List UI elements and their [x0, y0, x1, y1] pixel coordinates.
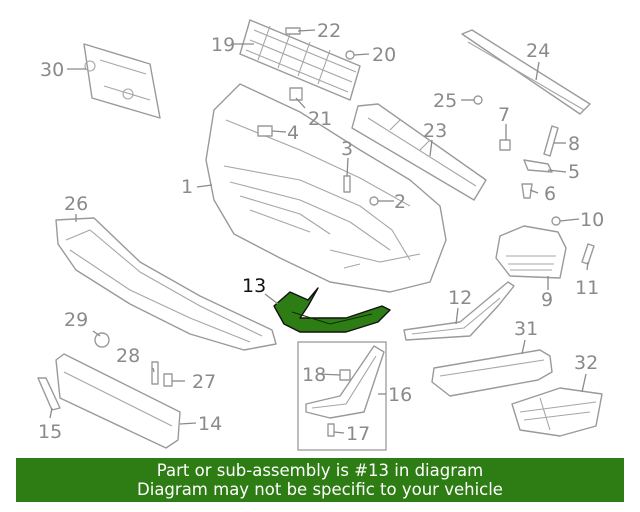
callout-14: 14 — [198, 413, 222, 435]
part-23-absorber — [351, 103, 487, 201]
callout-25: 25 — [433, 90, 457, 112]
callout-9: 9 — [541, 289, 553, 311]
callout-7: 7 — [498, 104, 510, 126]
part-27-clip — [163, 373, 173, 387]
callout-30: 30 — [40, 59, 64, 81]
callout-26: 26 — [64, 193, 88, 215]
part-9-fog-housing — [495, 225, 567, 279]
part-25-bolt — [473, 95, 483, 105]
callout-13: 13 — [242, 275, 266, 297]
callout-32: 32 — [574, 352, 598, 374]
callout-15: 15 — [38, 421, 62, 443]
part-11-strip — [581, 243, 595, 265]
part-8-strip — [543, 125, 559, 157]
callout-19: 19 — [211, 34, 235, 56]
part-5-bracket — [523, 159, 553, 173]
callout-3: 3 — [341, 138, 353, 160]
part-4-clip — [257, 125, 273, 137]
part-29-plug — [94, 332, 110, 348]
callout-29: 29 — [64, 309, 88, 331]
part-26-splitter — [55, 217, 277, 351]
part-16-kit-box — [297, 341, 387, 451]
part-7-clip — [499, 139, 511, 151]
part-14-lower-lip — [55, 353, 181, 449]
callout-2: 2 — [394, 191, 406, 213]
callout-4: 4 — [287, 122, 299, 144]
part-28-bolt — [151, 361, 159, 385]
callout-28: 28 — [116, 345, 140, 367]
callout-31: 31 — [514, 318, 538, 340]
exploded-parts-diagram: 1 2 3 4 5 6 7 8 9 10 11 12 13 14 15 16 1… — [37, 19, 604, 451]
callout-18: 18 — [302, 364, 326, 386]
part-10-bolt — [551, 216, 561, 226]
part-20-bolt — [345, 50, 355, 60]
callout-1: 1 — [181, 176, 193, 198]
part-30-license-bracket — [83, 43, 161, 119]
part-12-side-trim — [403, 281, 515, 341]
part-13-deflector-highlighted — [273, 287, 391, 333]
callout-10: 10 — [580, 209, 604, 231]
callout-8: 8 — [568, 133, 580, 155]
callout-20: 20 — [372, 44, 396, 66]
part-15-trim — [37, 377, 61, 411]
part-6-clip — [521, 183, 533, 199]
callout-12: 12 — [448, 287, 472, 309]
callout-11: 11 — [575, 277, 599, 299]
callout-6: 6 — [544, 183, 556, 205]
callout-16: 16 — [388, 384, 412, 406]
callout-24: 24 — [526, 40, 550, 62]
part-21-retainer — [289, 87, 303, 101]
part-31-air-duct — [431, 349, 553, 397]
callout-23: 23 — [423, 120, 447, 142]
callout-22: 22 — [317, 20, 341, 42]
callout-27: 27 — [192, 371, 216, 393]
callout-17: 17 — [346, 423, 370, 445]
banner-line-disclaimer: Diagram may not be specific to your vehi… — [137, 480, 503, 499]
part-notice-banner: Part or sub-assembly is #13 in diagram D… — [16, 458, 624, 502]
banner-line-part-number: Part or sub-assembly is #13 in diagram — [156, 461, 484, 480]
part-2-clip — [369, 196, 379, 206]
part-32-under-tray — [511, 387, 603, 437]
callout-21: 21 — [308, 108, 332, 130]
callout-5: 5 — [568, 161, 580, 183]
part-3-bolt — [343, 175, 351, 193]
part-22-clip — [285, 27, 301, 35]
part-24-reinforcement — [461, 29, 591, 115]
part-19-upper-grille — [239, 19, 361, 101]
